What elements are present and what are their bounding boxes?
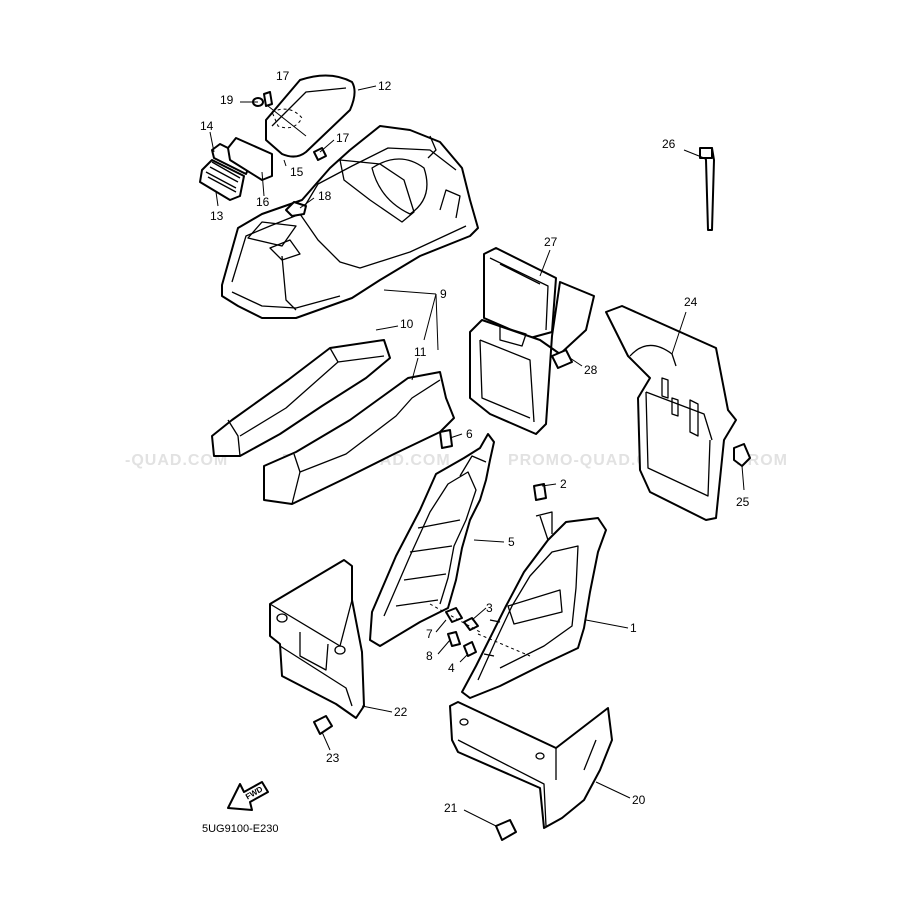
callout-15: 15	[290, 165, 304, 179]
part-5-side-panel	[369, 433, 495, 647]
forward-direction-arrow-icon: FWD	[227, 781, 269, 811]
fastener-2-clip	[533, 483, 547, 501]
callout-26: 26	[662, 137, 676, 151]
callout-8: 8	[426, 649, 433, 663]
part-16-pad	[227, 137, 273, 181]
fastener-4-screw	[463, 641, 477, 657]
callout-21: 21	[444, 801, 458, 815]
callout-27: 27	[544, 235, 558, 249]
part-11-panel	[263, 371, 455, 505]
callout-14: 14	[200, 119, 214, 133]
callout-3: 3	[486, 601, 493, 615]
callout-16: 16	[256, 195, 270, 209]
callout-17b: 17	[336, 131, 350, 145]
callout-17a: 17	[276, 69, 290, 83]
callout-7: 7	[426, 627, 433, 641]
fastener-25-clip	[733, 443, 751, 467]
callout-labels: 1 2 3 4 5 6 7 8 9 10 11 12 13 14 15 16 1…	[200, 69, 750, 815]
callout-2: 2	[560, 477, 567, 491]
diagram-code: 5UG9100-E230	[202, 823, 278, 835]
part-27-box	[469, 247, 595, 435]
callout-6: 6	[466, 427, 473, 441]
fastener-28-bolt	[551, 349, 573, 369]
fastener-6-bolt	[439, 429, 453, 449]
fastener-21-bolt	[495, 819, 517, 841]
part-24-panel	[605, 305, 737, 521]
callout-12: 12	[378, 79, 392, 93]
callout-23: 23	[326, 751, 340, 765]
watermark-right: PROMO-QUAD.COM	[508, 452, 677, 469]
callout-5: 5	[508, 535, 515, 549]
callout-13: 13	[210, 209, 224, 223]
main-cover	[221, 125, 479, 319]
callout-19: 19	[220, 93, 234, 107]
part-10-panel	[211, 339, 391, 457]
part-1-side-cover	[461, 511, 607, 699]
part-12-cap	[265, 74, 356, 158]
leader-lines	[209, 85, 745, 827]
part-20-plate	[449, 701, 613, 829]
watermark-left: -QUAD.COM	[125, 452, 228, 469]
fastener-8-screw	[447, 631, 461, 647]
callout-9: 9	[440, 287, 447, 301]
part-18-bracket	[285, 201, 307, 217]
fastener-7-nut	[445, 607, 463, 623]
callout-28: 28	[584, 363, 598, 377]
fastener-3-nut	[463, 617, 479, 631]
part-13-grille	[199, 159, 245, 201]
part-22-plate	[269, 559, 365, 719]
callout-20: 20	[632, 793, 646, 807]
callout-11: 11	[414, 345, 427, 359]
callout-24: 24	[684, 295, 698, 309]
callout-18: 18	[318, 189, 332, 203]
callout-10: 10	[400, 317, 414, 331]
callout-1: 1	[630, 621, 637, 635]
callout-22: 22	[394, 705, 408, 719]
fastener-17b-screw	[313, 147, 327, 161]
fastener-17a-screw	[263, 91, 273, 107]
part-26-cable-tie	[699, 147, 715, 231]
callout-4: 4	[448, 661, 455, 675]
callout-25: 25	[736, 495, 750, 509]
fastener-23-bolt	[313, 715, 333, 735]
